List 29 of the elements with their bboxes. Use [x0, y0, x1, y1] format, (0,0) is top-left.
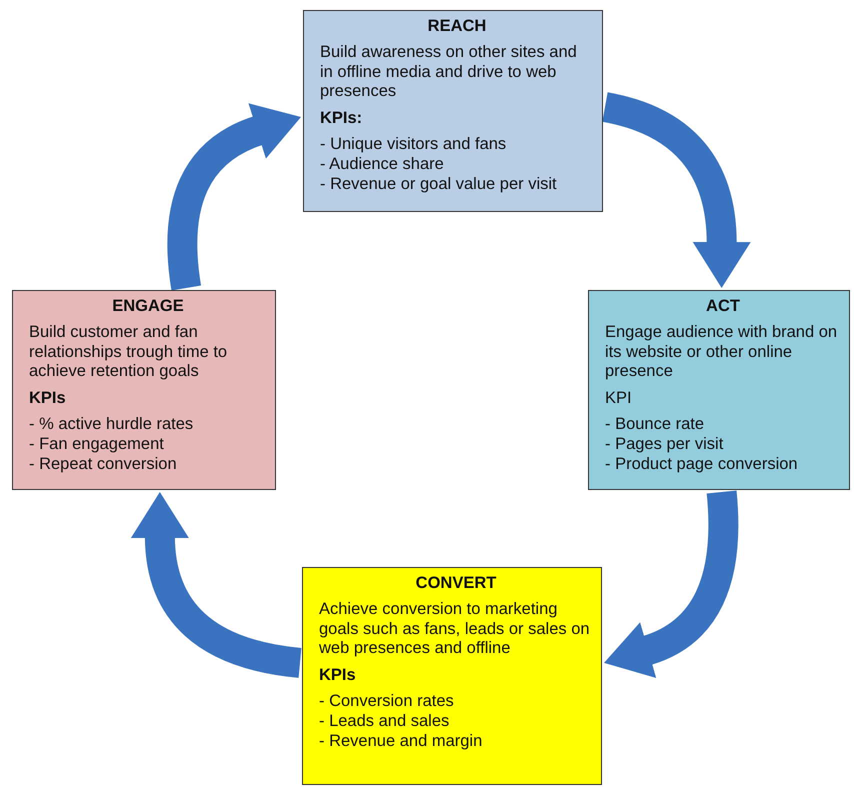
kpi-item: - Product page conversion — [605, 454, 799, 474]
kpi-item: - Revenue and margin — [319, 732, 484, 752]
kpi-heading: KPIs: — [320, 109, 364, 129]
kpi-item: - Revenue or goal value per visit — [320, 174, 558, 194]
kpi-heading: KPI — [605, 389, 633, 409]
stage-box — [12, 290, 276, 490]
kpi-item: - Repeat conversion — [29, 454, 178, 474]
kpi-item: - Fan engagement — [29, 434, 165, 455]
kpi-item: - Pages per visit — [605, 434, 724, 455]
stage-box — [588, 290, 850, 490]
stage-box — [303, 10, 603, 212]
kpi-item: - Audience share — [320, 154, 445, 175]
kpi-heading: KPIs — [29, 389, 67, 409]
stage-description: Engage audience with brand on its website or other online presence — [605, 322, 838, 382]
kpi-item: - Bounce rate — [605, 414, 706, 435]
curved-arrow — [602, 92, 751, 288]
stage-title: ACT — [705, 297, 741, 317]
kpi-item: - Leads and sales — [319, 712, 450, 732]
stage-title: ENGAGE — [111, 297, 185, 317]
stage-description: Achieve conversion to marketing goals such as fans, leads or sales on web presences and offline — [319, 600, 591, 660]
kpi-item: - Conversion rates — [319, 692, 455, 712]
stage-description: Build customer and fan relationships trough time to achieve retention goals — [29, 322, 228, 382]
stage-title: CONVERT — [414, 574, 498, 594]
kpi-item: - % active hurdle rates — [29, 414, 194, 435]
stage-title: REACH — [426, 17, 488, 37]
stage-box — [302, 567, 602, 785]
kpi-heading: KPIs — [319, 666, 357, 686]
kpi-item: - Unique visitors and fans — [320, 134, 508, 155]
stage-description: Build awareness on other sites and in offline media and drive to web presences — [320, 42, 578, 102]
